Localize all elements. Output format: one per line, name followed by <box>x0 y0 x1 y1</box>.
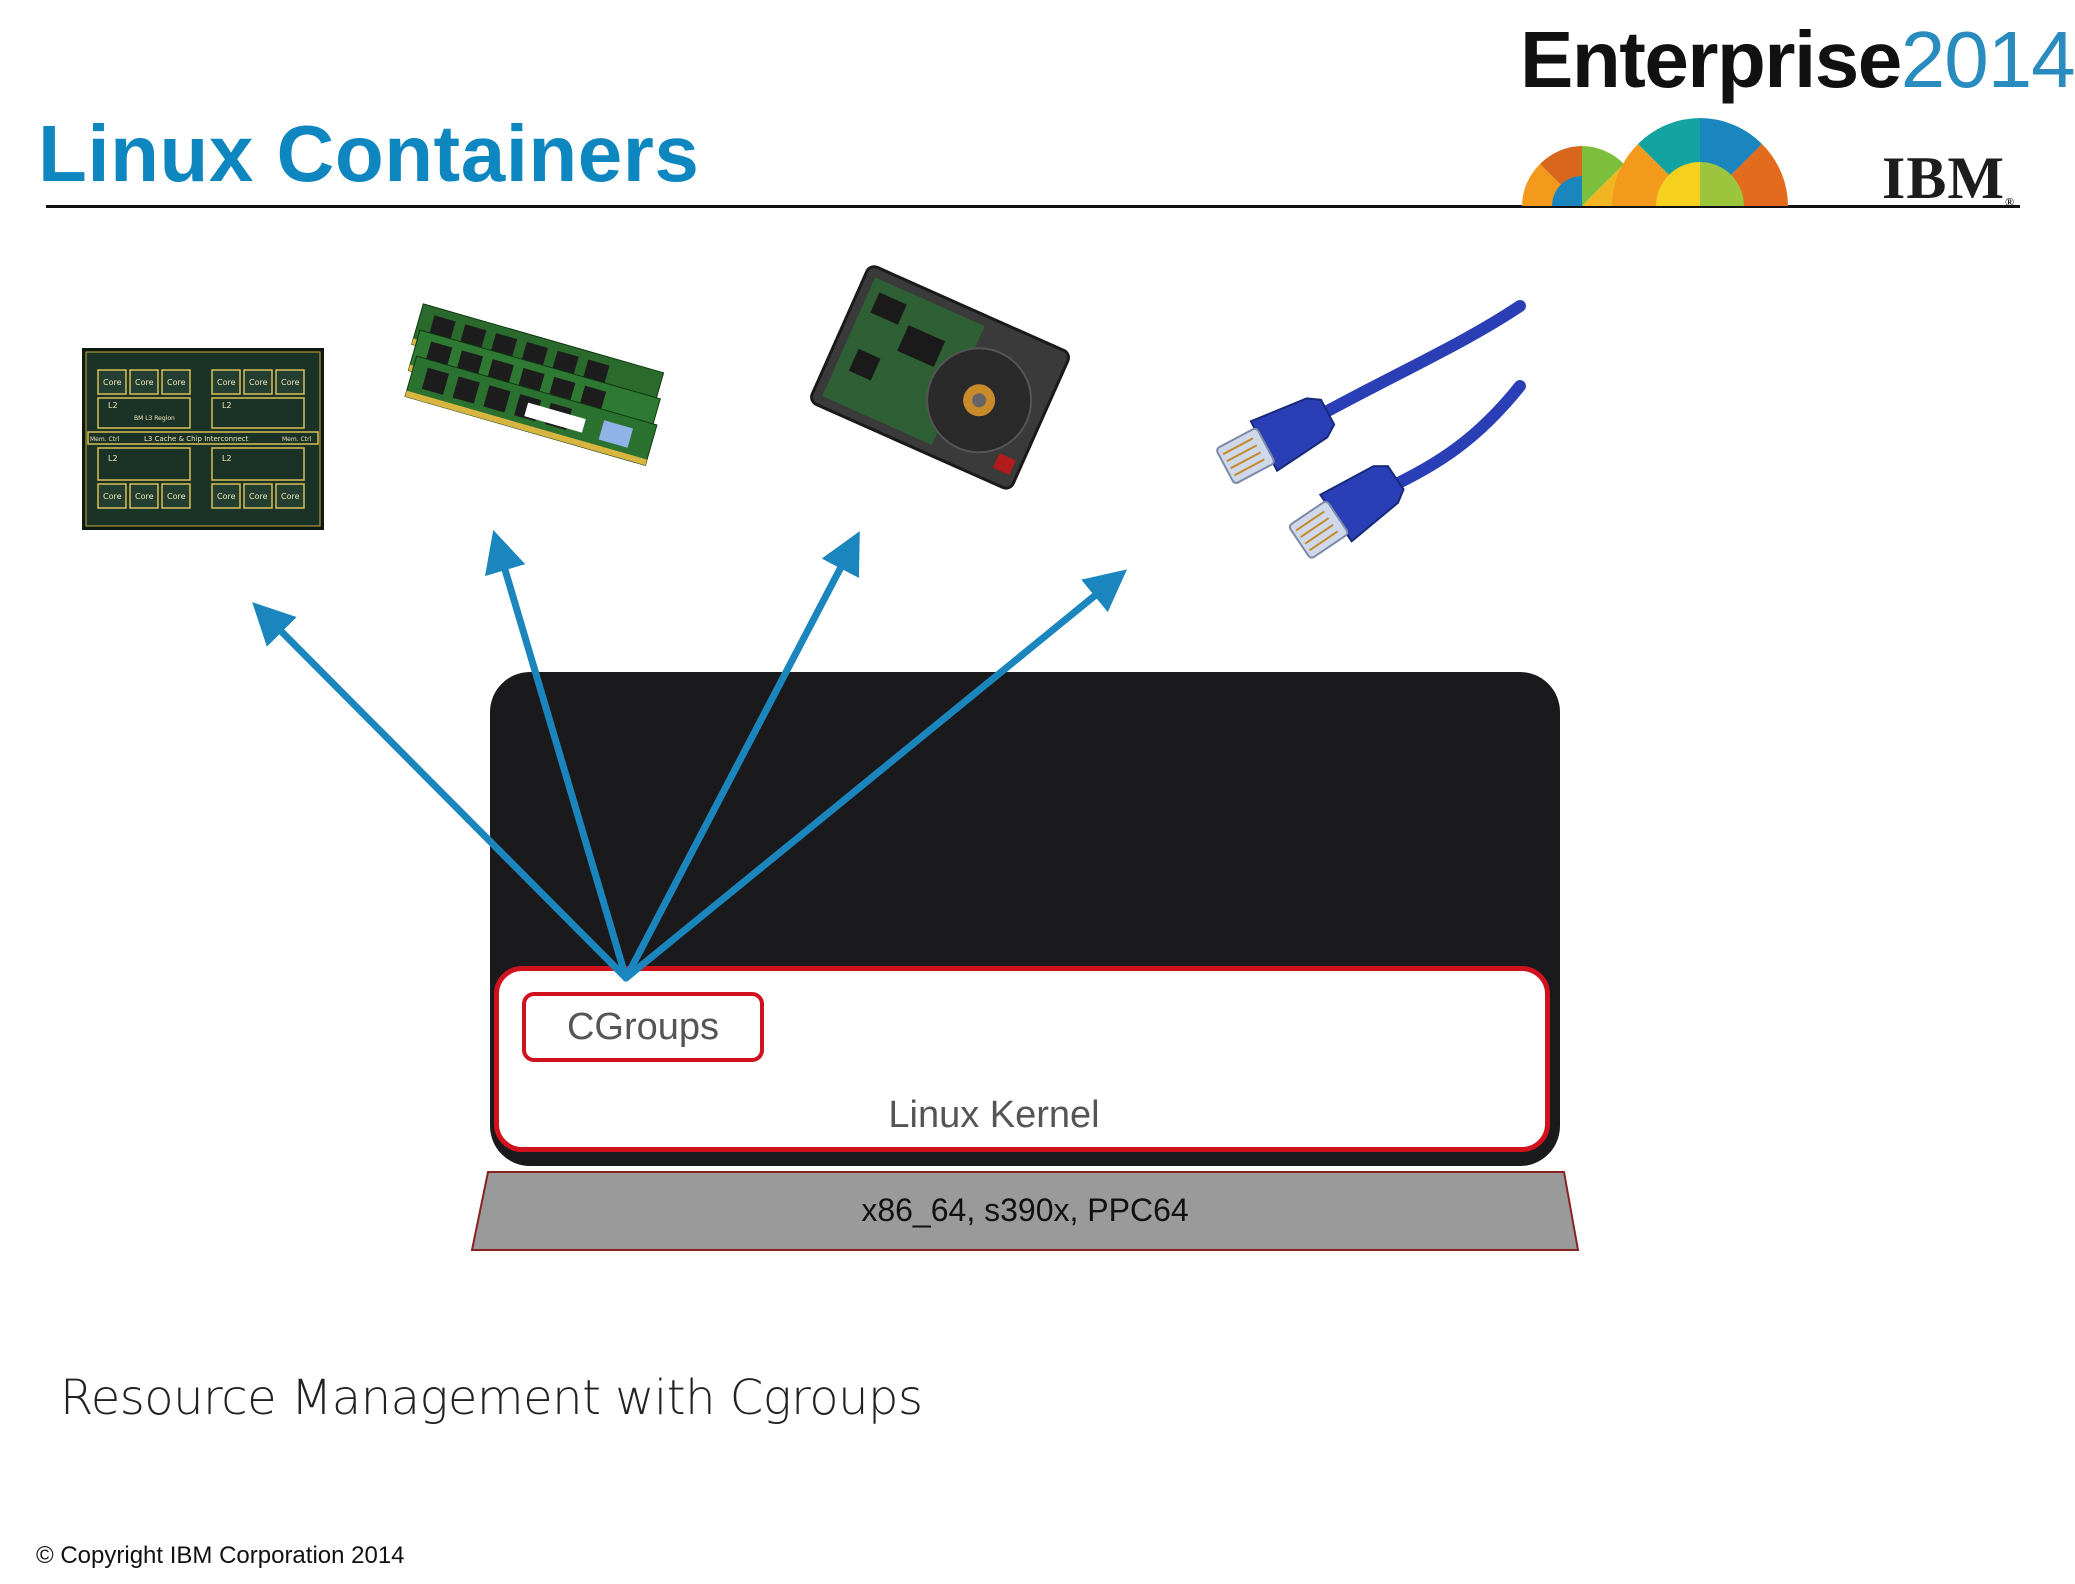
slide-caption: Resource Management with Cgroups <box>60 1370 923 1426</box>
cgroups-label: CGroups <box>566 1005 720 1048</box>
chip-l2-label: L2 <box>222 454 232 463</box>
ethernet-cable-icon <box>1216 300 1526 559</box>
chip-core-label: Core <box>217 378 236 387</box>
chip-mem-ctrl-label: Mem. Ctrl <box>282 436 312 443</box>
cgroups-box: CGroups <box>522 992 764 1062</box>
ram-modules-icon <box>404 303 665 466</box>
arrow-to-memory <box>485 529 630 982</box>
chip-l2-label: L2 <box>222 401 232 410</box>
arrow-to-network <box>622 569 1128 982</box>
chip-core-label: Core <box>167 378 186 387</box>
chip-core-label: Core <box>167 492 186 501</box>
hardware-base-shape <box>470 1171 1580 1251</box>
processor-chip-icon: Core Core Core Core Core Core Core Core … <box>82 348 324 530</box>
chip-core-label: Core <box>135 378 154 387</box>
ibm-logo-text: IBM <box>1882 145 2005 211</box>
chip-core-label: Core <box>281 492 300 501</box>
arrow-to-disk <box>622 531 860 982</box>
ibm-logo: IBM® <box>1882 145 2015 211</box>
brand-year: 2014 <box>1900 15 2075 104</box>
linux-kernel-label: Linux Kernel <box>888 1094 1100 1136</box>
chip-l3-region-label: BM L3 Region <box>134 415 175 422</box>
sunburst-arcs-icon <box>1522 118 1788 206</box>
chip-mem-ctrl-label: Mem. Ctrl <box>90 436 120 443</box>
arrow-to-cpu <box>252 602 630 982</box>
chip-core-label: Core <box>103 492 122 501</box>
enterprise-2014-logo: Enterprise2014 <box>1520 14 2075 106</box>
chip-core-label: Core <box>135 492 154 501</box>
chip-core-label: Core <box>249 378 268 387</box>
slide-title: Linux Containers <box>38 109 700 198</box>
copyright-footer: © Copyright IBM Corporation 2014 <box>36 1542 405 1569</box>
chip-interconnect-label: L3 Cache & Chip Interconnect <box>144 435 249 443</box>
chip-l2-label: L2 <box>108 401 118 410</box>
chip-core-label: Core <box>249 492 268 501</box>
hardware-architectures-label: x86_64, s390x, PPC64 <box>861 1192 1189 1228</box>
chip-core-label: Core <box>103 378 122 387</box>
hard-drive-icon <box>810 265 1070 490</box>
brand-word: Enterprise <box>1520 15 1902 104</box>
chip-core-label: Core <box>281 378 300 387</box>
title-divider <box>46 205 2020 208</box>
chip-l2-label: L2 <box>108 454 118 463</box>
chip-core-label: Core <box>217 492 236 501</box>
